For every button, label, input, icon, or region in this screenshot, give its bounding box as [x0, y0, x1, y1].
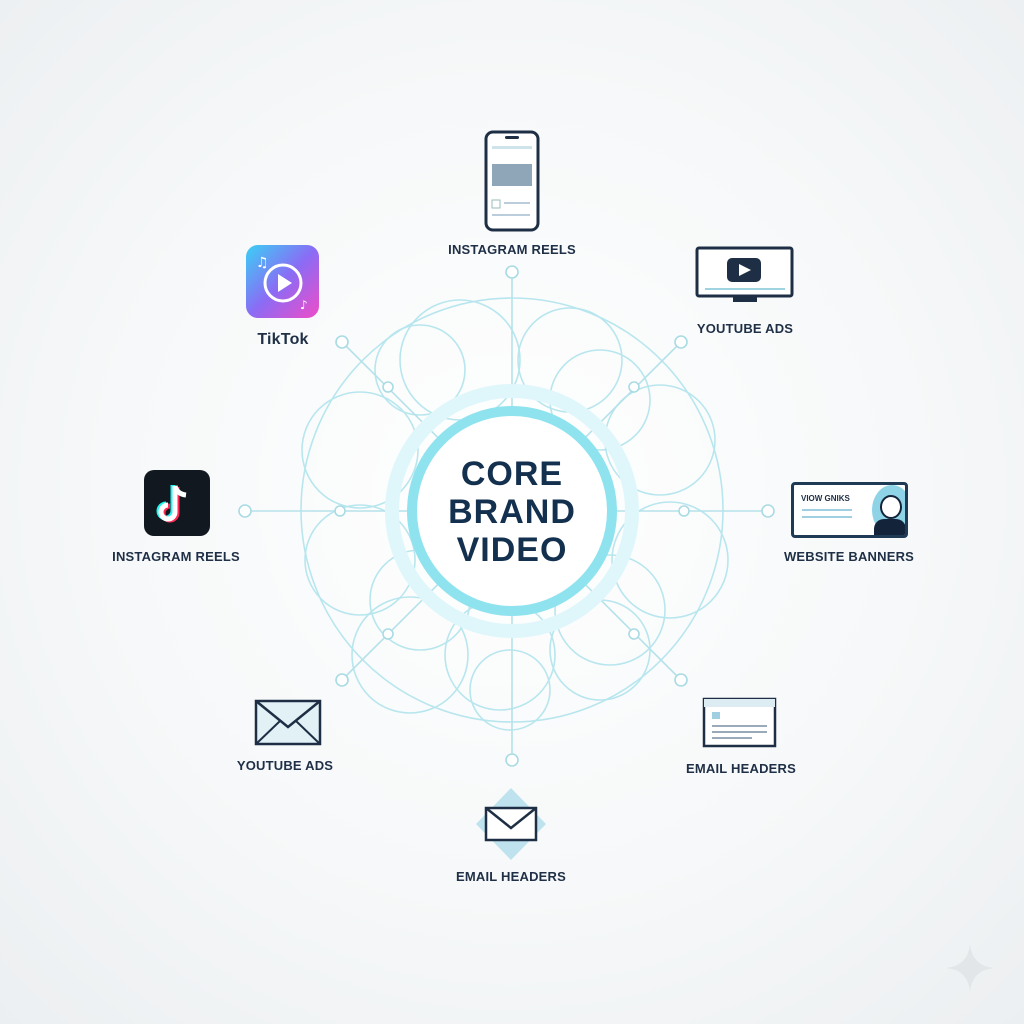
- node-label: INSTAGRAM REELS: [448, 242, 576, 257]
- svg-text:♪: ♪: [300, 298, 308, 312]
- envelope-icon: [254, 699, 322, 746]
- core-glow: [385, 384, 639, 638]
- website-banner-icon: VIOW GNIKS: [791, 482, 908, 538]
- monitor-play-icon: [695, 246, 794, 302]
- document-icon: [702, 697, 777, 748]
- node-label: EMAIL HEADERS: [686, 761, 796, 776]
- tiktok-logo-icon: [144, 470, 210, 536]
- core-line: BRAND: [448, 493, 576, 531]
- core-line: CORE: [460, 455, 564, 493]
- core-brand-video-title: CORE BRAND VIDEO: [412, 455, 612, 569]
- envelope-diamond-icon: [476, 788, 546, 860]
- phone-icon: [484, 130, 540, 232]
- sparkle-icon: [946, 944, 994, 992]
- banner-text: VIOW GNIKS: [801, 494, 850, 503]
- music-play-app-icon: ♫ ♪: [246, 245, 319, 318]
- node-label: YOUTUBE ADS: [696, 321, 794, 336]
- connection-nodes: [238, 265, 775, 767]
- svg-text:♫: ♫: [256, 255, 269, 271]
- node-label: INSTAGRAM REELS: [112, 549, 240, 564]
- node-label: EMAIL HEADERS: [456, 869, 566, 884]
- core-ring: [407, 406, 617, 616]
- node-label: WEBSITE BANNERS: [783, 549, 915, 564]
- node-label: YOUTUBE ADS: [236, 758, 334, 773]
- node-label: TikTok: [257, 331, 309, 348]
- core-line: VIDEO: [456, 531, 568, 569]
